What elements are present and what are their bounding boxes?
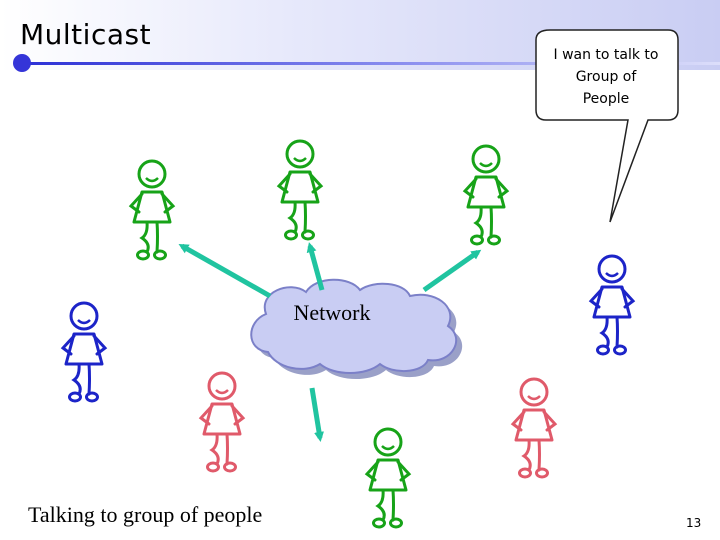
bystander-person-red-left [199,371,245,473]
arrow-to-right-receiver [422,249,482,293]
title-bullet-dot [13,54,31,72]
page-number: 13 [686,516,702,530]
bystander-person-red-right [511,377,557,479]
arrow-to-left-receiver [178,243,272,299]
receiver-person-right [463,144,509,246]
speech-bubble [535,29,679,223]
bystander-person-blue [61,301,107,403]
arrow-to-bottom-receiver [309,387,324,442]
sender-person [589,254,635,356]
network-cloud [250,278,463,379]
receiver-person-bottom [365,427,411,529]
receiver-person-center [277,139,323,241]
slide-caption: Talking to group of people [28,502,263,527]
speech-bubble-text: I wan to talk to Group of People [553,47,659,107]
title-underline [20,62,720,65]
network-label: Network [293,300,371,325]
arrow-to-center-receiver [306,242,325,291]
slide-title: Multicast [20,18,152,51]
receiver-person-left [129,159,175,261]
